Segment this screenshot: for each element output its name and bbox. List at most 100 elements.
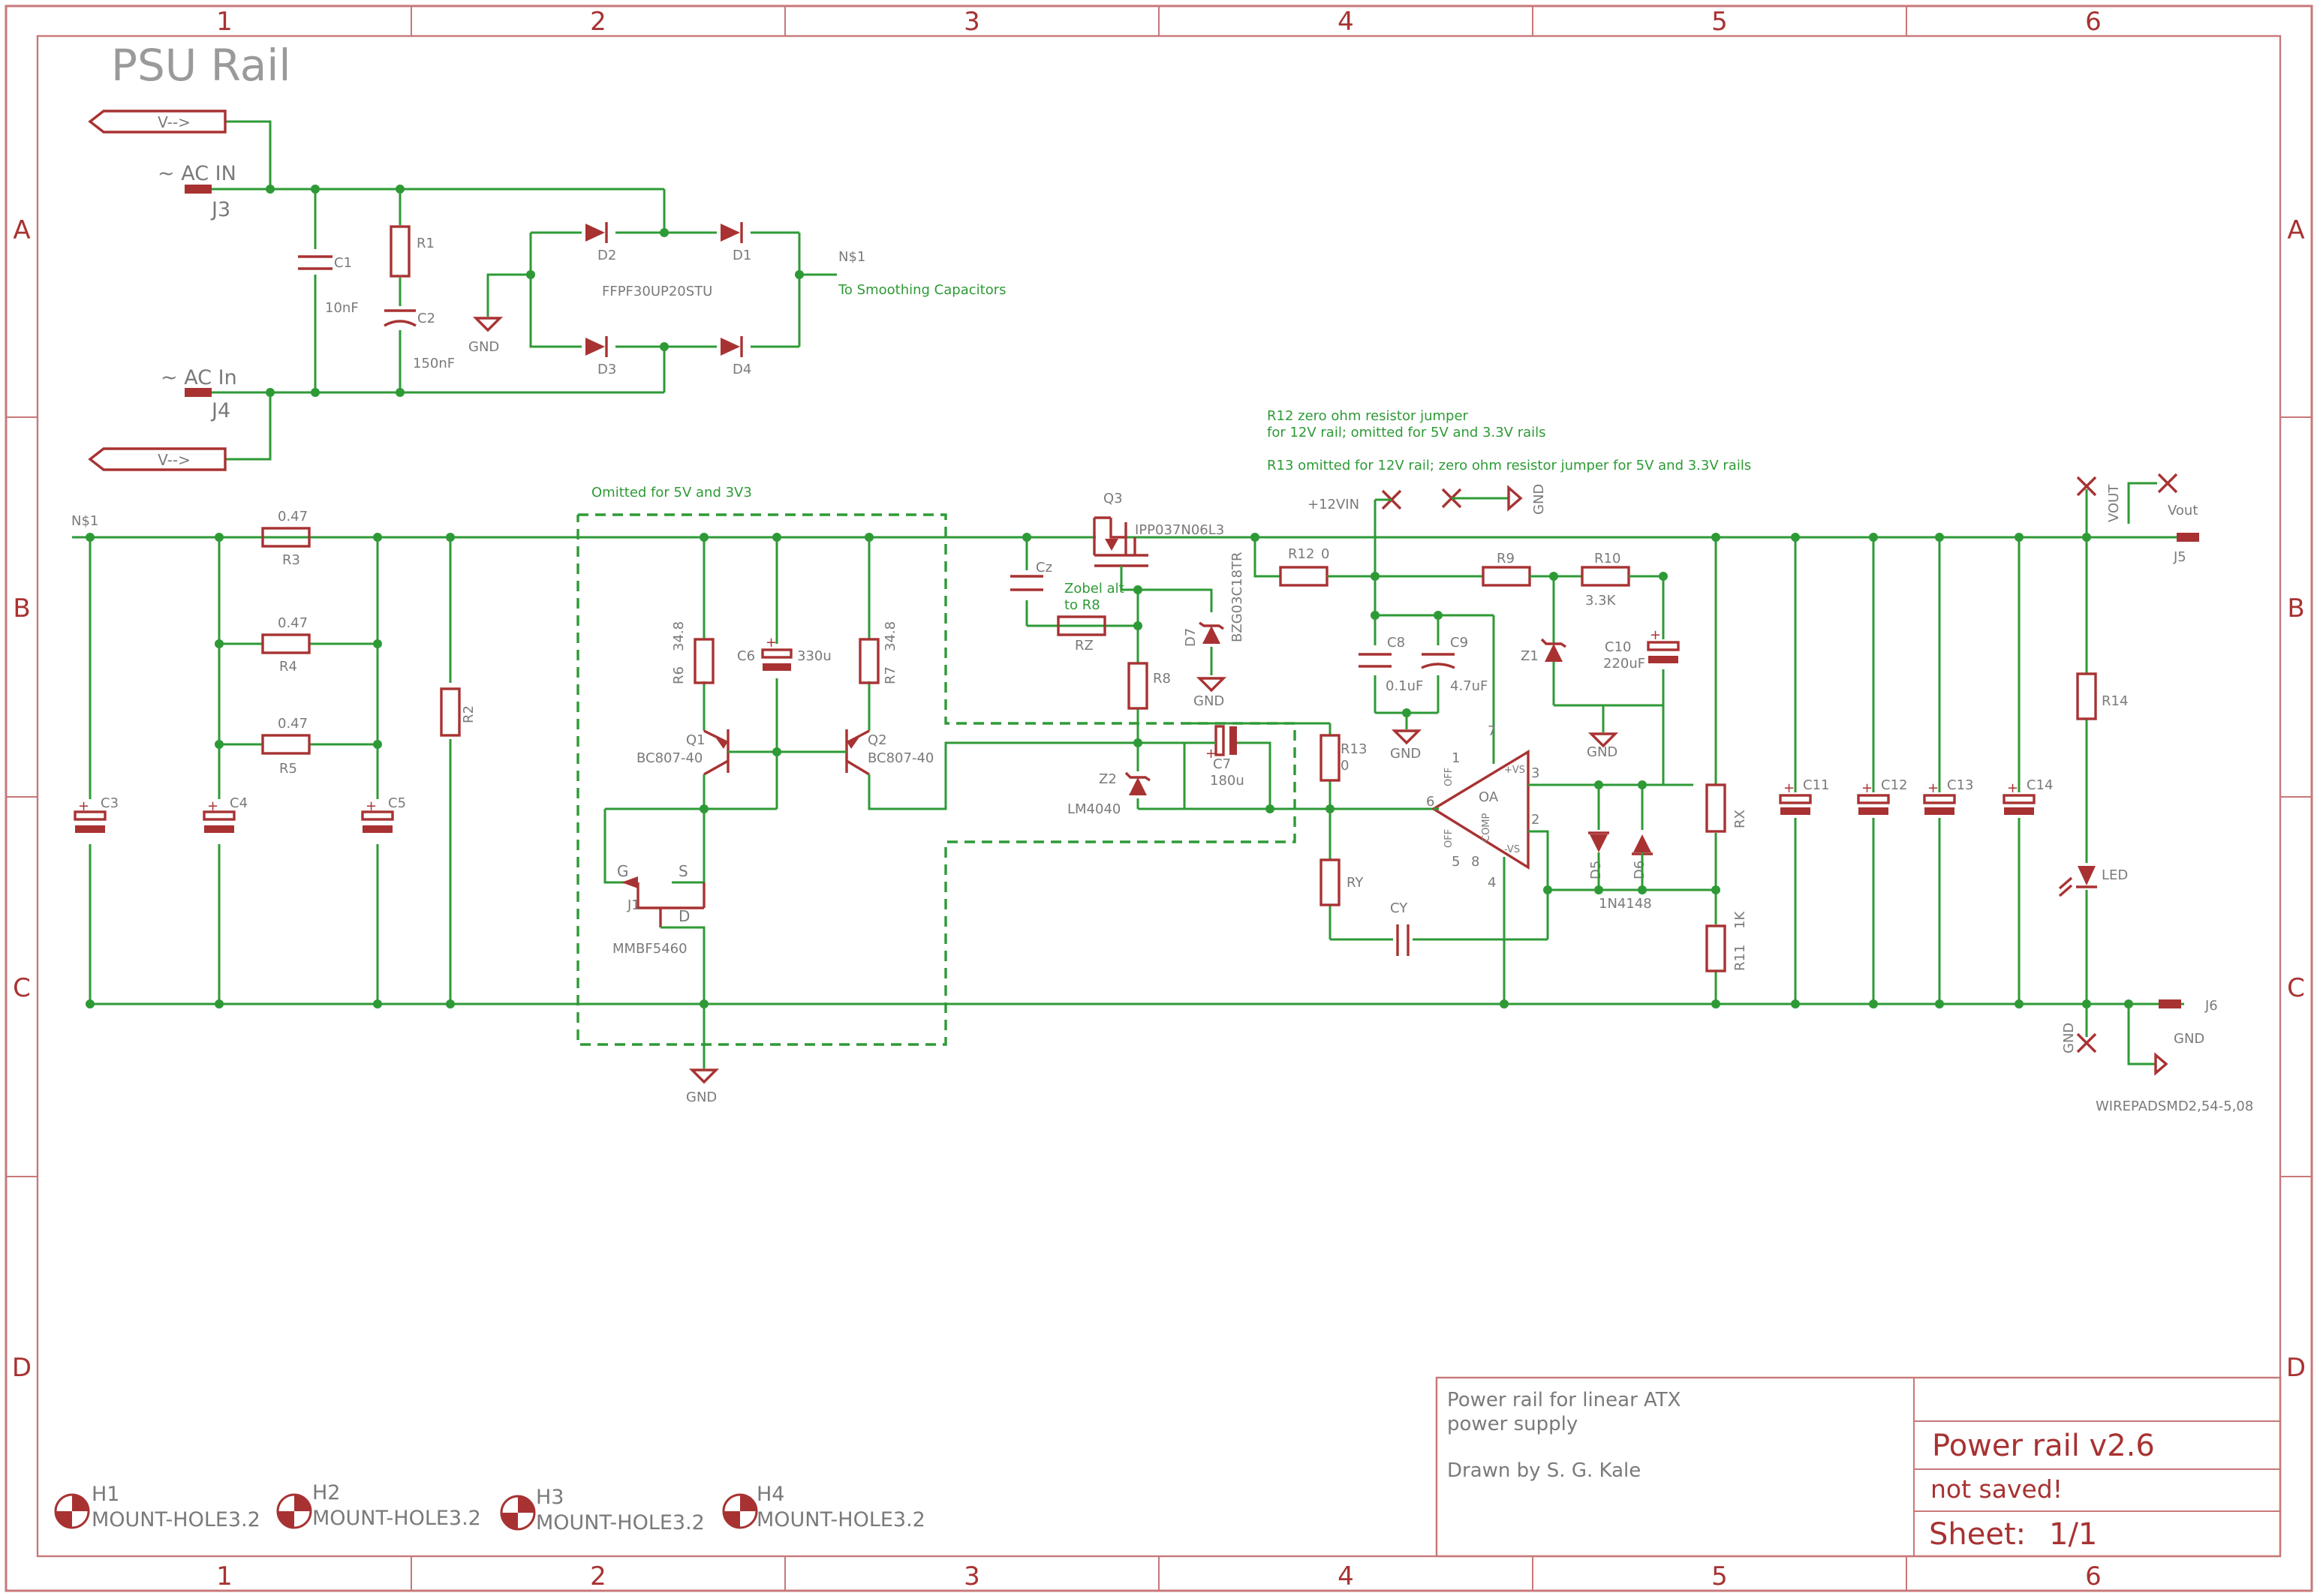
capacitor-c9 xyxy=(1421,653,1455,669)
svg-text:+: + xyxy=(366,798,377,814)
h1-ref: H1 xyxy=(92,1483,119,1506)
connector-j5-pad xyxy=(2177,533,2199,542)
zobel-note-line2: to R8 xyxy=(1064,597,1100,613)
d5-ref: D5 xyxy=(1588,861,1604,879)
c5-ref: C5 xyxy=(388,795,406,811)
z2-ref: Z2 xyxy=(1099,771,1117,787)
q2-part: BC807-40 xyxy=(868,750,934,766)
col-label-top-3: 3 xyxy=(964,7,980,37)
d7-ref: D7 xyxy=(1183,628,1199,647)
c9-value: 4.7uF xyxy=(1450,678,1488,694)
r3-ref: R3 xyxy=(282,552,300,568)
opamp-label-vs-minus: -VS xyxy=(1504,844,1520,855)
resistor-ry xyxy=(1319,858,1341,906)
z2-part: LM4040 xyxy=(1067,801,1121,817)
gnd-symbol-d7 xyxy=(1196,677,1227,693)
opamp-pin-7: 7 xyxy=(1488,723,1496,739)
c13-ref: C13 xyxy=(1947,777,1973,793)
svg-text:+: + xyxy=(2007,780,2018,796)
j5-ref: J5 xyxy=(2173,549,2186,565)
d2-ref: D2 xyxy=(597,248,616,263)
opamp-label-off2: OFF xyxy=(1443,829,1455,848)
r12-value: 0 xyxy=(1321,546,1329,562)
h1-part: MOUNT-HOLE3.2 xyxy=(92,1508,260,1531)
gnd-j6-label: GND xyxy=(2174,1031,2204,1047)
cy-ref: CY xyxy=(1390,900,1408,916)
note-r12-line2: for 12V rail; omitted for 5V and 3.3V ra… xyxy=(1267,425,1546,440)
r5-value: 0.47 xyxy=(278,716,308,732)
opamp-pin-1: 1 xyxy=(1452,750,1460,766)
opamp-pin-8: 8 xyxy=(1471,854,1479,870)
connector-j4-label: ~ AC In xyxy=(161,366,237,389)
j6-ref: J6 xyxy=(2204,998,2218,1014)
opamp-pin-3: 3 xyxy=(1531,765,1539,781)
note-smoothing: To Smoothing Capacitors xyxy=(838,282,1006,298)
c8-value: 0.1uF xyxy=(1386,678,1423,694)
led-indicator xyxy=(2058,866,2097,897)
row-label-left-c: C xyxy=(13,973,31,1003)
resistor-r11 xyxy=(1705,924,1726,972)
r14-ref: R14 xyxy=(2102,693,2128,709)
capacitor-c7: + xyxy=(1205,725,1237,762)
r1-ref: R1 xyxy=(417,236,435,251)
mount-hole-h2 xyxy=(276,1493,312,1529)
c12-ref: C12 xyxy=(1881,777,1907,793)
resistor-r3 xyxy=(261,527,311,548)
col-label-bottom-4: 4 xyxy=(1338,1561,1354,1591)
resistor-r12 xyxy=(1279,566,1329,587)
diode-d4 xyxy=(721,336,743,357)
port-v-top-label: V--> xyxy=(158,113,191,131)
capacitor-c12: + xyxy=(1857,780,1890,815)
tb-sheet-value: 1/1 xyxy=(2049,1517,2097,1552)
connector-j6-pad xyxy=(2159,999,2181,1008)
port-v-top xyxy=(88,110,227,134)
d3-ref: D3 xyxy=(597,362,616,377)
c14-ref: C14 xyxy=(2027,777,2053,793)
opamp-oa xyxy=(1431,749,1530,870)
r6-value: 34.8 xyxy=(671,621,687,651)
c2-value: 150nF xyxy=(413,356,455,371)
col-label-top-5: 5 xyxy=(1711,7,1728,37)
resistor-r5 xyxy=(261,734,311,755)
resistor-r10 xyxy=(1581,566,1630,587)
q3-ref: Q3 xyxy=(1103,491,1123,506)
q2-ref: Q2 xyxy=(868,732,887,748)
r2-ref: R2 xyxy=(461,705,477,723)
resistor-r1 xyxy=(390,225,411,278)
c11-ref: C11 xyxy=(1803,777,1829,793)
bridge-part: FFPF30UP20STU xyxy=(602,284,712,299)
gnd-bridge-label: GND xyxy=(468,339,499,355)
input-section: V--> V--> ~ AC IN J3 ~ AC In J4 C1 10nF … xyxy=(88,110,1006,471)
svg-text:+: + xyxy=(78,798,89,814)
omitted-region-box xyxy=(576,513,1296,1046)
connector-j3-ref: J3 xyxy=(210,198,230,221)
resistor-r2 xyxy=(440,687,461,737)
c6-ref: C6 xyxy=(737,648,755,664)
opamp-pin-4: 4 xyxy=(1488,875,1496,891)
gnd-symbol-z1 xyxy=(1587,732,1619,748)
r6-ref: R6 xyxy=(671,666,687,684)
resistor-r4 xyxy=(261,633,311,654)
transistor-q2 xyxy=(845,729,870,776)
q1-part: BC807-40 xyxy=(636,750,703,766)
capacitor-cz xyxy=(1010,575,1043,591)
r4-value: 0.47 xyxy=(278,615,308,631)
gnd-d7-label: GND xyxy=(1193,693,1224,709)
ry-ref: RY xyxy=(1347,875,1364,891)
h2-part: MOUNT-HOLE3.2 xyxy=(312,1507,481,1530)
q1-ref: Q1 xyxy=(686,732,706,748)
gnd-z1-label: GND xyxy=(1587,744,1617,760)
bridge-net-label: N$1 xyxy=(838,249,865,265)
zener-d7 xyxy=(1199,621,1224,644)
c1-ref: C1 xyxy=(334,255,352,271)
c3-ref: C3 xyxy=(101,795,119,811)
row-label-left-b: B xyxy=(13,594,30,624)
gnd-symbol-r13-note xyxy=(1507,485,1523,512)
note-r13: R13 omitted for 12V rail; zero ohm resis… xyxy=(1267,458,1751,473)
diode-d1 xyxy=(721,222,743,243)
capacitor-c4: + xyxy=(203,798,236,833)
row-label-right-d: D xyxy=(2286,1353,2306,1383)
gnd-symbol-mirror xyxy=(688,1069,720,1084)
r5-ref: R5 xyxy=(279,761,297,777)
svg-text:+: + xyxy=(766,635,777,651)
